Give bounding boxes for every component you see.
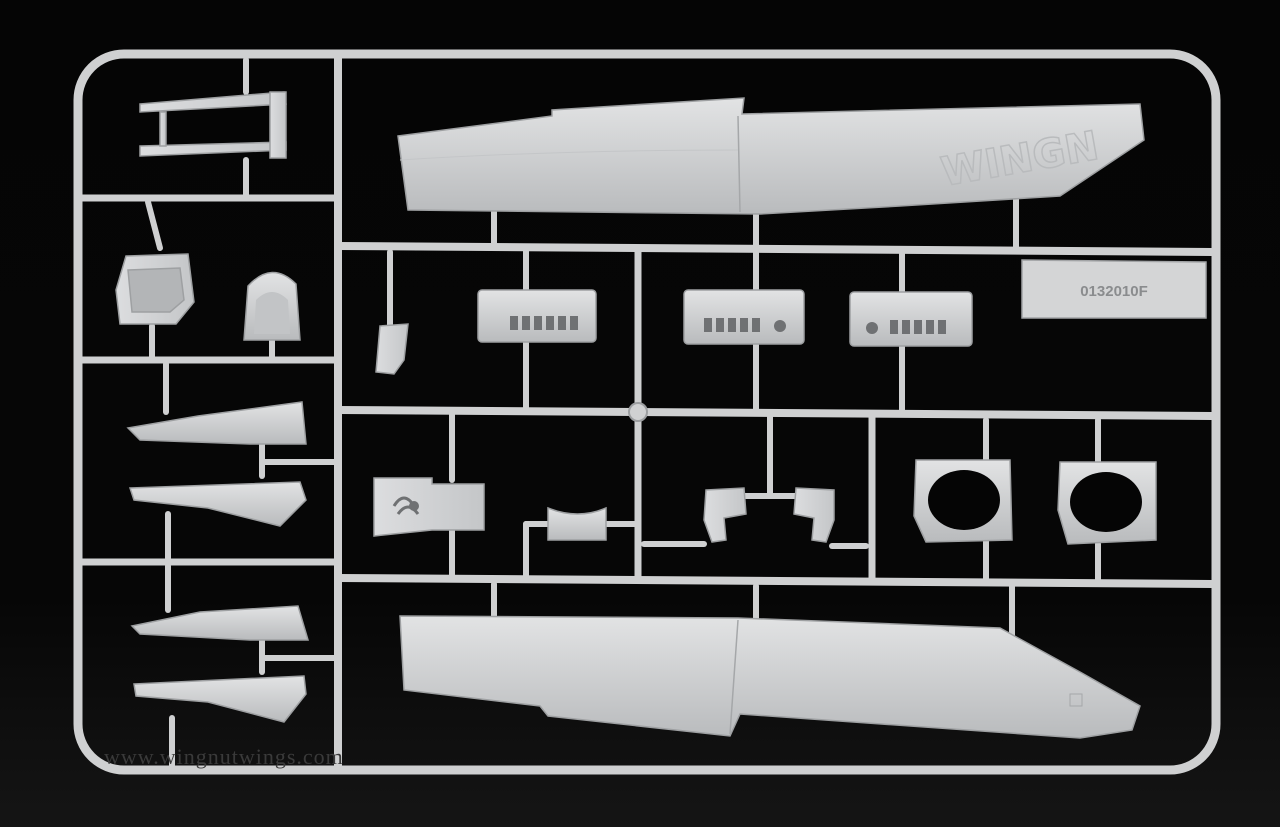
- bracket-pair-part: [703, 487, 835, 543]
- panel-left-4: [133, 675, 307, 723]
- sprue-frame: [73, 49, 1221, 775]
- fuselage-half-lower: [399, 615, 1141, 739]
- panel-left-1: [126, 401, 307, 445]
- panel-left-2: [128, 481, 307, 527]
- seat-box-part: [115, 253, 195, 325]
- cowling-frame-right: [1057, 461, 1157, 545]
- vent-panel-3: [849, 291, 973, 347]
- seat-back-part: [243, 271, 301, 341]
- cockpit-frame-part: [139, 91, 287, 159]
- vent-panel-2: [683, 289, 805, 345]
- watermark: www.wingnutwings.com: [104, 744, 344, 769]
- part-code-label: 0132010F: [1080, 283, 1148, 300]
- panel-left-3: [130, 605, 310, 641]
- fuselage-half-upper: [397, 97, 1145, 215]
- vent-panel-1: [477, 289, 597, 343]
- part-code-plate: 0132010F: [1021, 259, 1207, 319]
- cowling-frame-left: [913, 459, 1013, 543]
- small-bracket-part: [375, 323, 409, 375]
- gearbox-part: [373, 477, 485, 537]
- sprue-hub: [628, 402, 648, 422]
- saddle-part: [547, 506, 607, 541]
